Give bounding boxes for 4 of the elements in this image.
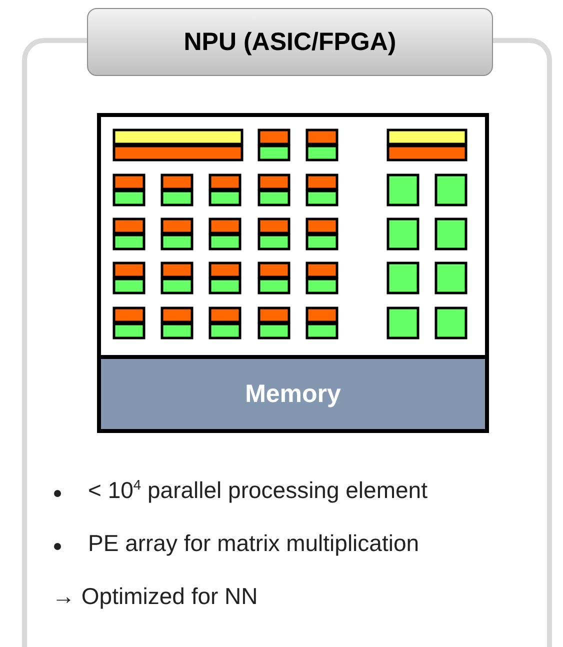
- note-text: < 10$^{4}$ parallel processing element: [88, 477, 428, 504]
- note-text: PE array for matrix multiplication: [88, 530, 420, 557]
- note-text: → Optimized for NN: [52, 583, 258, 610]
- title-tab: NPU (ASIC/FPGA): [87, 8, 493, 76]
